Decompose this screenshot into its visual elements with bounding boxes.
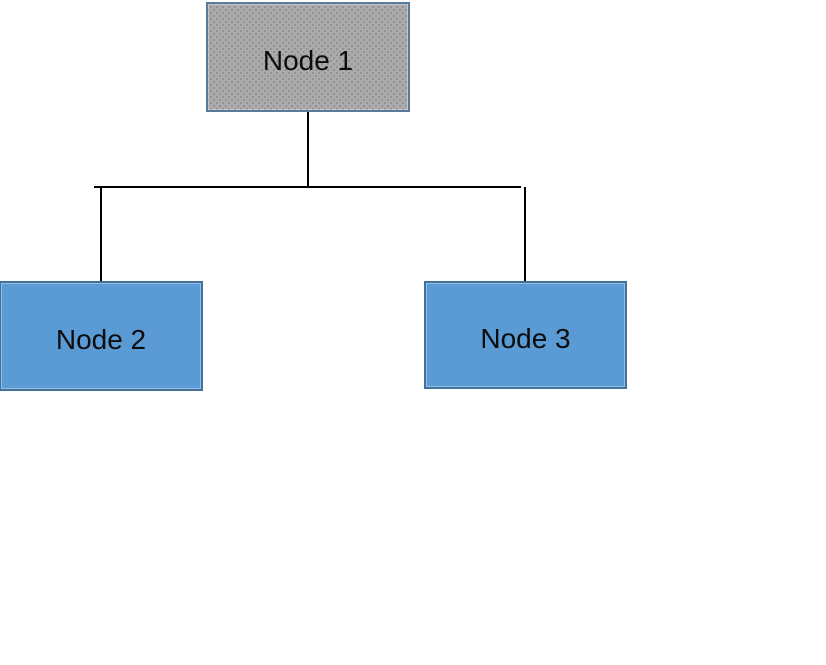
connector-horizontal-rail	[94, 186, 521, 188]
connector-node3-drop	[524, 187, 526, 281]
node-2-shape[interactable]: Node 2	[0, 281, 203, 391]
node-1-label: Node 1	[262, 45, 354, 76]
node-1-shape[interactable]: Node 1	[206, 2, 410, 112]
node-3-label: Node 3	[480, 323, 571, 354]
node-3-shape[interactable]: Node 3	[424, 281, 627, 389]
connector-node2-drop	[100, 187, 102, 281]
node-2-label: Node 2	[55, 324, 147, 355]
connector-node1-stem	[307, 112, 309, 187]
